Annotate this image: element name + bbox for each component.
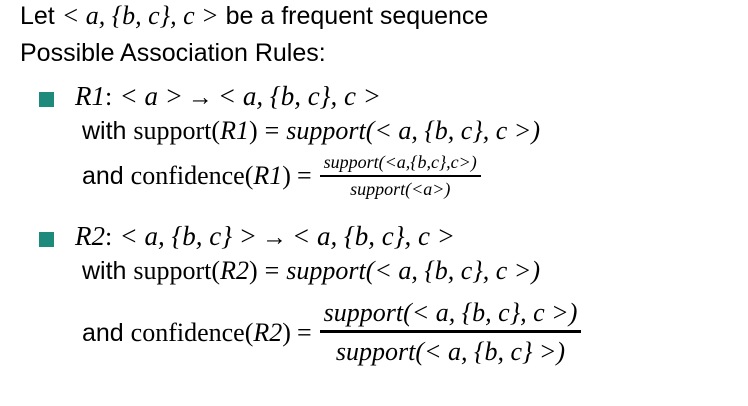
rule-r1-separator: : — [105, 82, 113, 111]
r2-fraction-denominator: support(< a, {b, c} >) — [335, 337, 566, 367]
statement-possible-rules: Possible Association Rules: — [20, 39, 326, 67]
r2-support-rhs-arg: < a, {b, c}, c > — [374, 256, 532, 285]
r2-conf-arg: R2 — [253, 317, 283, 347]
r1-support-equals: = — [264, 116, 280, 145]
rule-r1-support-line: with support(R1) = support(< a, {b, c}, … — [82, 116, 540, 145]
r2-support-equals: = — [264, 256, 280, 285]
r1-support-rhs-fn: support — [286, 116, 366, 145]
r2-conf-fn: confidence — [130, 317, 245, 347]
r1-conf-lead: and — [82, 161, 131, 190]
rule-r2-confidence-line: and confidence(R2) = support(< a, {b, c}… — [82, 297, 582, 369]
r1-fraction-numerator: support(<a,{b,c},c>) — [323, 152, 477, 172]
let-prefix: Let — [20, 2, 62, 30]
r2-confidence-label: and confidence(R2) — [82, 317, 291, 347]
rule-r2-headline: R2: < a, {b, c} >→< a, {b, c}, c > — [75, 221, 456, 252]
rule-r1-confidence-line: and confidence(R1) = support(<a,{b,c},c>… — [82, 150, 481, 201]
r1-conf-equals: = — [296, 160, 312, 190]
arrow-right-icon: → — [187, 84, 213, 111]
r2-conf-equals: = — [296, 317, 312, 347]
statement-let-line: Let < a, {b, c}, c > be a frequent seque… — [20, 3, 488, 29]
r1-confidence-fraction: support(<a,{b,c},c>) support(<a>) — [319, 152, 481, 201]
rule-r2-name: R2 — [75, 221, 105, 251]
rule-r1-name: R1 — [75, 81, 105, 111]
rule-r2-consequent: < a, {b, c}, c > — [292, 221, 456, 251]
r1-fraction-denominator: support(<a>) — [350, 178, 451, 199]
rule-r1-headline: R1: < a >→< a, {b, c}, c > — [75, 81, 381, 112]
let-suffix: be a frequent sequence — [218, 2, 489, 30]
r2-support-lead: with — [82, 257, 134, 285]
rule-r2-support-line: with support(R2) = support(< a, {b, c}, … — [82, 256, 540, 285]
r2-support-rhs-fn: support — [286, 256, 366, 285]
r1-support-rhs-arg: < a, {b, c}, c > — [374, 116, 532, 145]
r2-support-fn: support — [133, 256, 212, 285]
rule-r1-antecedent: < a > — [119, 81, 183, 111]
r1-support-arg: R1 — [220, 116, 249, 145]
arrow-right-icon: → — [262, 224, 287, 251]
rule-r1-consequent: < a, {b, c}, c > — [217, 81, 381, 111]
r1-confidence-label: and confidence(R1) — [82, 160, 291, 190]
r2-fraction-numerator: support(< a, {b, c}, c >) — [323, 298, 578, 327]
r2-conf-lead: and — [82, 318, 131, 347]
square-bullet-icon — [39, 232, 54, 247]
square-bullet-icon — [39, 92, 54, 107]
r2-fraction-bar — [319, 330, 582, 334]
r1-fraction-bar — [319, 174, 481, 177]
r1-support-fn: support — [133, 116, 212, 145]
r2-support-arg: R2 — [220, 256, 249, 285]
rule-r2-antecedent: < a, {b, c} > — [119, 221, 257, 251]
r2-confidence-fraction: support(< a, {b, c}, c >) support(< a, {… — [319, 297, 582, 369]
let-sequence-math: < a, {b, c}, c > — [61, 1, 219, 30]
r1-support-lead: with — [82, 117, 134, 145]
rule-r2-separator: : — [105, 222, 113, 251]
r1-conf-arg: R1 — [253, 160, 283, 190]
r1-conf-fn: confidence — [130, 160, 245, 190]
